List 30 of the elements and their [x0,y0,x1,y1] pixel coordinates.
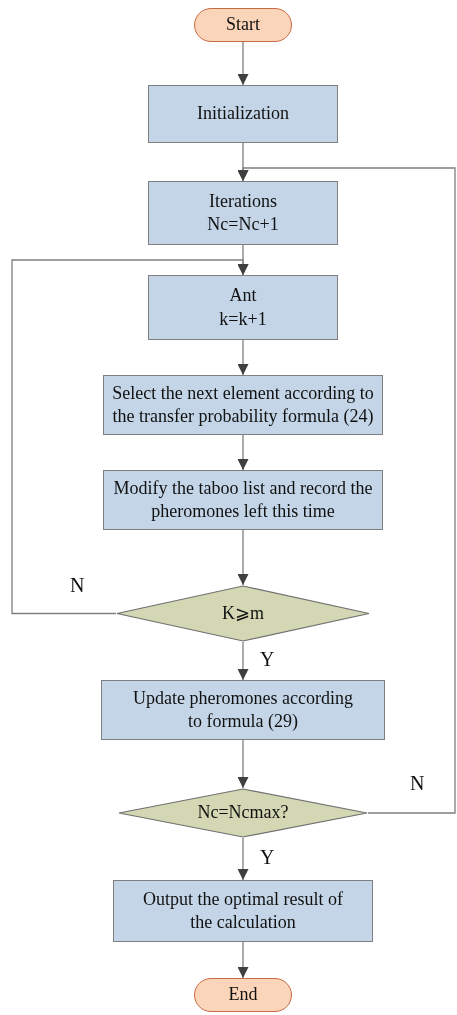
process-box [148,85,338,143]
node-label: Nc=Ncmax? [196,801,290,825]
arrow [237,941,249,979]
process-box [103,470,383,530]
arrow [237,41,249,86]
process-box [113,880,373,942]
node-label: Initialization [196,102,290,126]
decision-diamond [116,585,370,642]
node-label: Output the optimal result of the calculation [142,887,344,934]
arrow [237,434,249,471]
process-box [148,275,338,340]
node-label: Select the next element according to the transfer probability formula (24) [111,381,375,428]
arrow [237,339,249,376]
process-box [148,181,338,245]
arrow [237,167,456,814]
node-label: Modify the taboo list and record the pheromones left this time [112,476,374,523]
decision-diamond [118,788,368,838]
arrow [237,529,249,586]
node-label: Update pheromones according to formula (29) [132,686,354,733]
arrow [11,259,249,615]
arrow [237,837,249,881]
node-label: K⩾m [221,601,265,625]
node-label: Ant k=k+1 [218,284,268,331]
node-label: End [227,983,259,1007]
node-label: Iterations Nc=Nc+1 [206,189,280,236]
node-label: Start [225,13,261,37]
arrow [237,641,249,681]
arrow [237,739,249,789]
process-box [103,375,383,435]
process-box [101,680,385,740]
